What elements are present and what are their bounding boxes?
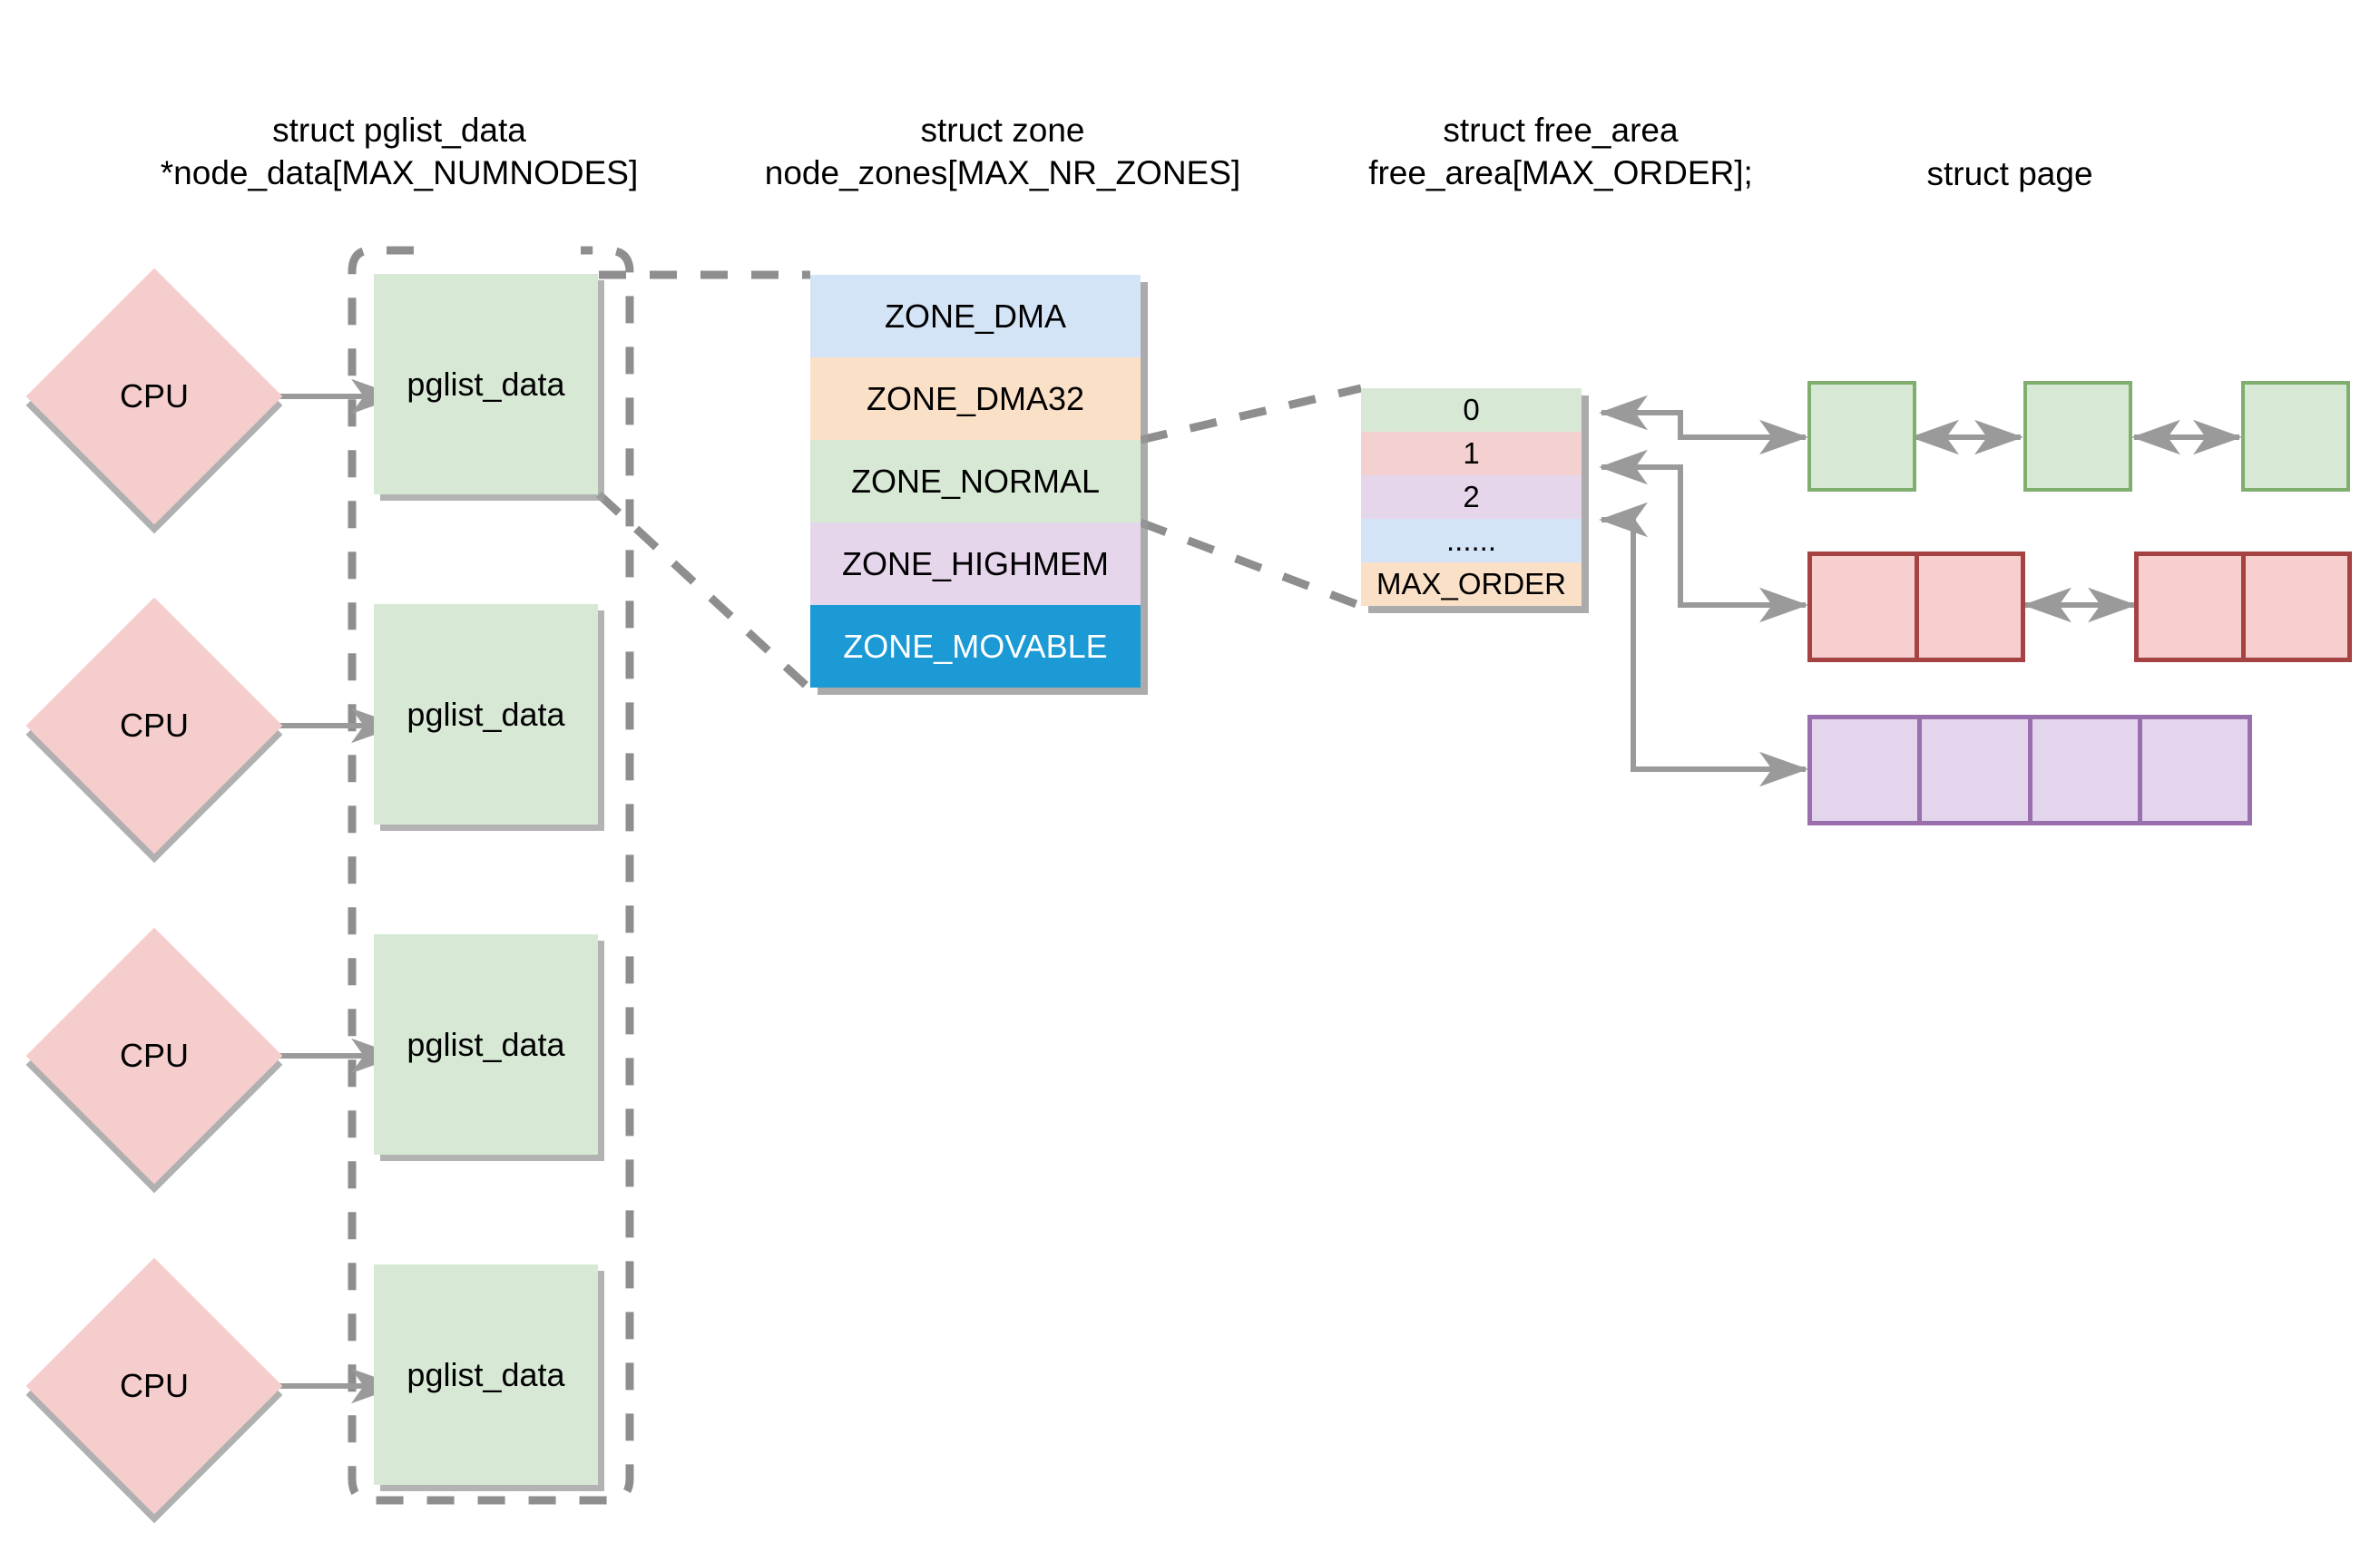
zone-to-free-area-connectors xyxy=(1139,384,1363,610)
free-area-page-arrows xyxy=(1599,395,1808,787)
pglist-data-box-1: pglist_data xyxy=(374,604,598,825)
page-block-red-1 xyxy=(2134,551,2352,662)
page-cell xyxy=(2240,556,2348,658)
pglist-data-box-2: pglist_data xyxy=(374,934,598,1155)
header-free-area: struct free_area free_area[MAX_ORDER]; xyxy=(1368,112,1753,192)
header-pglist-data: struct pglist_data *node_data[MAX_NUMNOD… xyxy=(160,112,639,192)
pglist-data-box-3: pglist_data xyxy=(374,1264,598,1485)
zone-row-dma: ZONE_DMA xyxy=(810,275,1141,357)
node-to-zone-connectors xyxy=(595,270,814,693)
header-page: struct page xyxy=(1926,155,2093,192)
cpu-node-0: CPU xyxy=(25,268,283,525)
page-cell xyxy=(2139,556,2241,658)
page-cell xyxy=(1812,719,1917,821)
page-block-green-1 xyxy=(2023,381,2132,492)
page-cell xyxy=(2137,719,2248,821)
page-cell xyxy=(1917,719,2027,821)
free-area-row-1: 1 xyxy=(1361,432,1582,475)
page-cell xyxy=(2245,385,2346,488)
free-area-row-2: 2 xyxy=(1361,475,1582,519)
free-area-stack: 0 1 2 ...... MAX_ORDER xyxy=(1361,388,1582,606)
free-area-row-0: 0 xyxy=(1361,388,1582,432)
page-cell xyxy=(1811,385,1913,488)
cpu-label: CPU xyxy=(119,377,189,415)
zone-row-normal: ZONE_NORMAL xyxy=(810,440,1141,522)
cpu-node-arrows xyxy=(261,378,400,1404)
zone-row-dma32: ZONE_DMA32 xyxy=(810,357,1141,440)
page-block-red-0 xyxy=(1807,551,2025,662)
cpu-label: CPU xyxy=(119,707,189,744)
cpu-node-3: CPU xyxy=(25,1257,283,1515)
page-cell xyxy=(1812,556,1915,658)
free-area-row-ellipsis: ...... xyxy=(1361,519,1582,562)
pglist-data-box-0: pglist_data xyxy=(374,274,598,494)
header-zone: struct zone node_zones[MAX_NR_ZONES] xyxy=(764,112,1241,192)
page-block-green-0 xyxy=(1807,381,1916,492)
page-block-green-2 xyxy=(2241,381,2350,492)
zone-stack: ZONE_DMA ZONE_DMA32 ZONE_NORMAL ZONE_HIG… xyxy=(810,275,1141,688)
cpu-label: CPU xyxy=(119,1037,189,1074)
page-cell xyxy=(2027,385,2129,488)
zone-row-highmem: ZONE_HIGHMEM xyxy=(810,522,1141,605)
cpu-node-2: CPU xyxy=(25,927,283,1185)
zone-row-movable: ZONE_MOVABLE xyxy=(810,605,1141,688)
free-area-row-max-order: MAX_ORDER xyxy=(1361,562,1582,606)
page-cell xyxy=(2027,719,2138,821)
page-cell xyxy=(1914,556,2022,658)
cpu-label: CPU xyxy=(119,1367,189,1404)
page-block-purple-0 xyxy=(1807,715,2252,825)
cpu-node-1: CPU xyxy=(25,597,283,854)
